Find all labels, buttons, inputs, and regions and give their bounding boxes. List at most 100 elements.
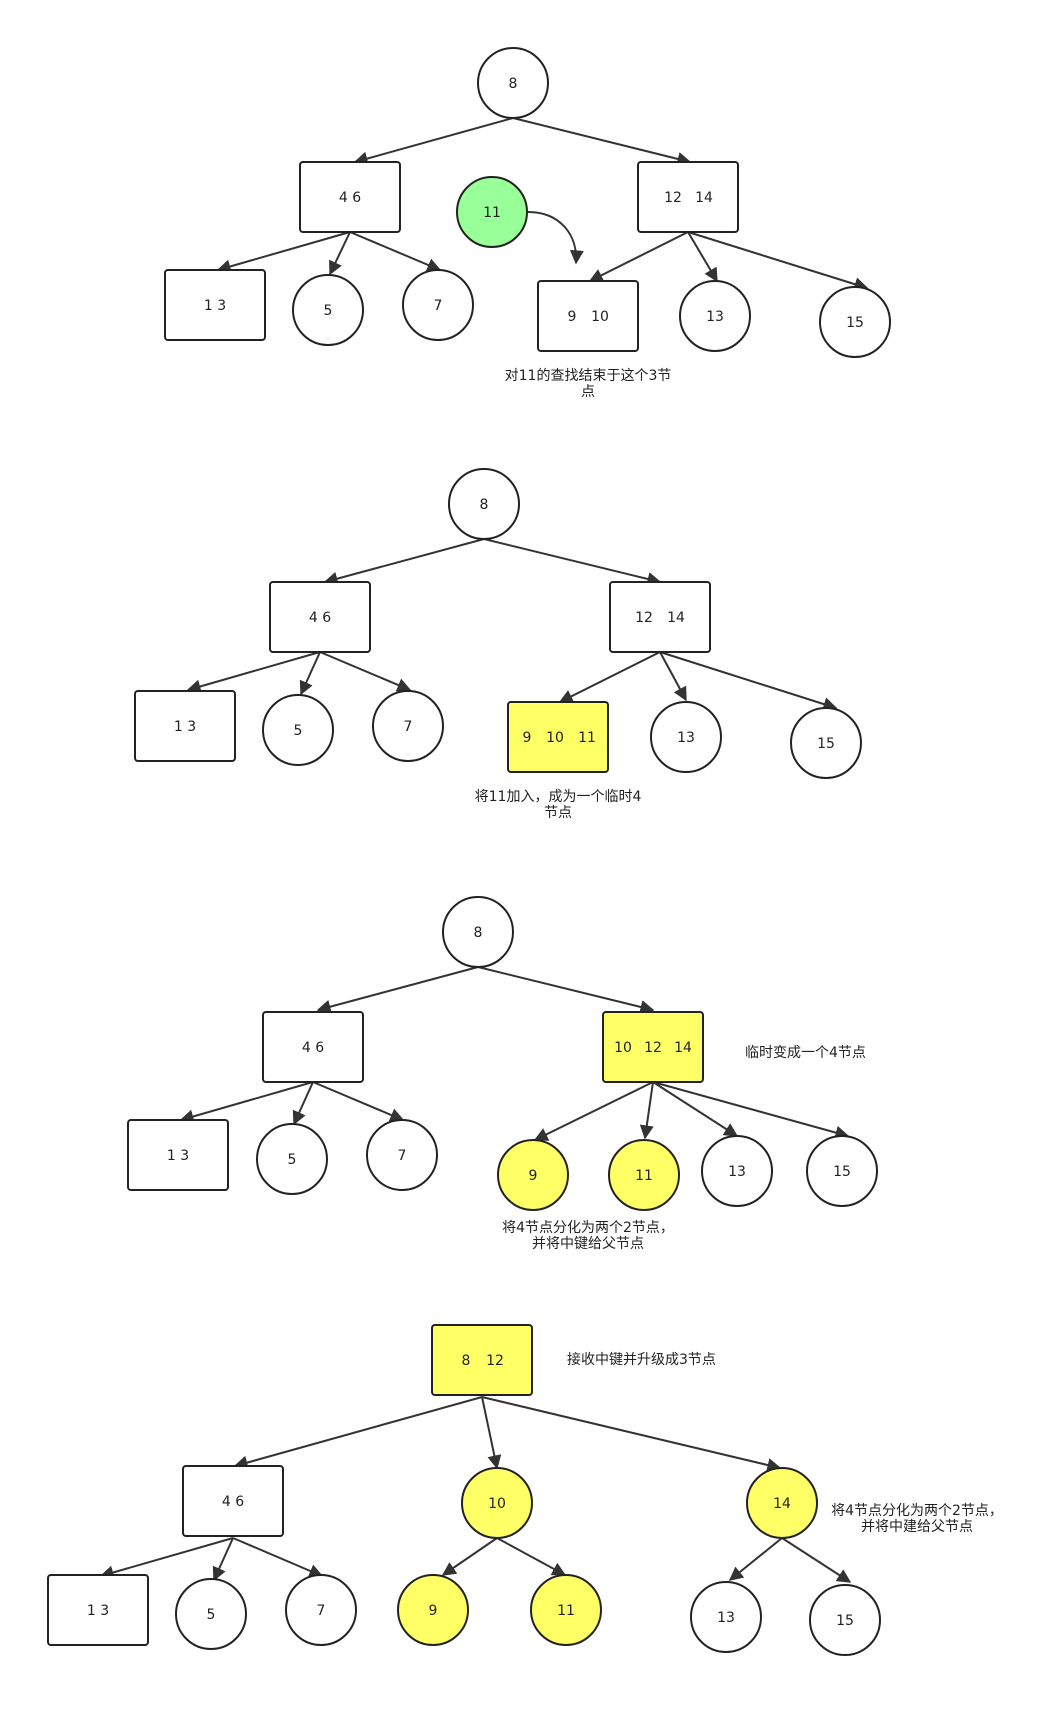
- tree-edge-arrow: [292, 1081, 314, 1126]
- p3-temp-4-node-10-12-14: [602, 1011, 704, 1083]
- p4-node-10-label: 10: [488, 1496, 506, 1512]
- p3-temp-4-node-10-12-14-key-0: 10: [614, 1040, 632, 1056]
- p4-node-9: [397, 1574, 469, 1646]
- tree-edge-arrow: [483, 538, 662, 586]
- tree-edge-arrow: [481, 1396, 502, 1470]
- p3-temp-4-node-10-12-14-key-1: 12: [644, 1040, 662, 1056]
- p3-node-7-label: 7: [398, 1148, 407, 1164]
- p1-node-4-6-label: 4 6: [339, 190, 361, 206]
- p3-root-node: [442, 896, 514, 968]
- p3-node-15: [806, 1135, 878, 1207]
- tree-edge-arrow: [496, 1537, 567, 1576]
- tree-edge-arrow: [233, 1396, 483, 1470]
- p2-temp-4-node-9-10-11-key-1: 10: [546, 730, 564, 746]
- p2-note-line-1: 将11加入，成为一个临时4: [475, 789, 642, 805]
- p1-node-13: [679, 280, 751, 352]
- p4-node-7: [285, 1574, 357, 1646]
- p3-node-5: [256, 1123, 328, 1195]
- tree-edge-arrow: [186, 651, 321, 694]
- p3-node-4-6-label: 4 6: [302, 1040, 324, 1056]
- tree-edge-arrow: [512, 117, 692, 166]
- p4-note-right-line-2: 并将中建给父节点: [861, 1519, 973, 1535]
- p3-node-15-label: 15: [833, 1164, 851, 1180]
- tree-edge-arrow: [639, 1081, 654, 1140]
- p3-node-13: [701, 1135, 773, 1207]
- tree-edge-arrow: [533, 1081, 654, 1141]
- p1-note-line-2: 点: [581, 384, 595, 400]
- tree-edge-arrow: [588, 231, 689, 282]
- tree-edge-arrow: [728, 1537, 783, 1581]
- p1-node-9-10: [537, 280, 639, 352]
- p3-temp-4-node-10-12-14-key-2: 14: [674, 1040, 692, 1056]
- p3-root-node-label: 8: [474, 925, 483, 941]
- p3-split-node-11: [608, 1139, 680, 1211]
- p1-node-12-14-key-0: 12: [664, 190, 682, 206]
- p2-node-5: [262, 694, 334, 766]
- tree-edge-arrow: [312, 1081, 405, 1122]
- p1-node-4-6: [299, 161, 401, 233]
- p4-node-9-label: 9: [429, 1603, 438, 1619]
- p2-node-7: [372, 690, 444, 762]
- p3-note-line-1: 将4节点分化为两个2节点，: [502, 1220, 674, 1236]
- p3-note-line-2: 并将中键给父节点: [532, 1236, 644, 1252]
- p1-inserted-key-node-label: 11: [483, 205, 501, 221]
- p4-root-node-8-12-key-0: 8: [462, 1353, 471, 1369]
- tree-edge-arrow: [299, 651, 321, 696]
- tree-edge-arrow: [659, 651, 687, 702]
- tree-edge-arrow: [353, 117, 514, 166]
- tree-edge-arrow: [481, 1396, 782, 1472]
- p4-node-14-label: 14: [773, 1496, 791, 1512]
- tree-edge-arrow: [652, 1081, 850, 1140]
- p3-node-1-3-label: 1 3: [167, 1148, 189, 1164]
- tree-edge-arrow: [781, 1537, 852, 1583]
- p3-node-5-label: 5: [288, 1152, 297, 1168]
- tree-edge-arrow: [323, 538, 485, 586]
- p4-note-right-line-1: 将4节点分化为两个2节点，: [831, 1503, 1003, 1519]
- p1-node-15: [819, 286, 891, 358]
- p4-node-11-label: 11: [557, 1603, 575, 1619]
- p4-node-15: [809, 1584, 881, 1656]
- p3-node-7: [366, 1119, 438, 1191]
- p4-node-5: [175, 1578, 247, 1650]
- insertion-search-arrow: [527, 211, 584, 265]
- p4-root-node-8-12-key-1: 12: [486, 1353, 504, 1369]
- p2-root-node: [448, 468, 520, 540]
- p4-node-7-label: 7: [317, 1603, 326, 1619]
- p2-node-1-3: [134, 690, 236, 762]
- p4-node-4-6-label: 4 6: [222, 1494, 244, 1510]
- p1-note-line-1: 对11的查找结束于这个3节: [505, 367, 672, 384]
- p1-root-node: [477, 47, 549, 119]
- p4-node-5-label: 5: [207, 1607, 216, 1623]
- p2-temp-4-node-9-10-11-key-2: 11: [578, 730, 596, 746]
- p4-node-13: [690, 1581, 762, 1653]
- tree-edge-arrow: [179, 1081, 314, 1124]
- p2-node-13-label: 13: [677, 730, 695, 746]
- tree-edge-arrow: [329, 231, 351, 276]
- p1-node-7-label: 7: [434, 298, 443, 314]
- p4-node-10: [461, 1467, 533, 1539]
- p3-node-4-6: [262, 1011, 364, 1083]
- p4-node-15-label: 15: [836, 1613, 854, 1629]
- p1-root-node-label: 8: [509, 76, 518, 92]
- p2-node-1-3-label: 1 3: [174, 719, 196, 735]
- p1-node-9-10-key-1: 10: [591, 309, 609, 325]
- p2-temp-4-node-9-10-11-key-0: 9: [523, 730, 532, 746]
- tree-edge-arrow: [441, 1537, 498, 1576]
- p2-node-15: [790, 707, 862, 779]
- p2-node-12-14-key-1: 14: [667, 610, 685, 626]
- p3-split-node-9-label: 9: [529, 1168, 538, 1184]
- p4-node-4-6: [182, 1465, 284, 1537]
- p1-node-12-14-key-1: 14: [695, 190, 713, 206]
- p1-node-13-label: 13: [706, 309, 724, 325]
- tree-edge-arrow: [316, 966, 479, 1014]
- p2-node-5-label: 5: [294, 723, 303, 739]
- tree-edge-arrow: [652, 1081, 739, 1137]
- tree-edge-arrow: [212, 1537, 234, 1582]
- tree-edge-arrow: [687, 231, 869, 291]
- p1-node-7: [402, 269, 474, 341]
- p1-node-5-label: 5: [324, 303, 333, 319]
- p1-node-1-3-label: 1 3: [204, 298, 226, 314]
- p4-node-14: [746, 1467, 818, 1539]
- p2-node-15-label: 15: [817, 736, 835, 752]
- p3-node-13-label: 13: [728, 1164, 746, 1180]
